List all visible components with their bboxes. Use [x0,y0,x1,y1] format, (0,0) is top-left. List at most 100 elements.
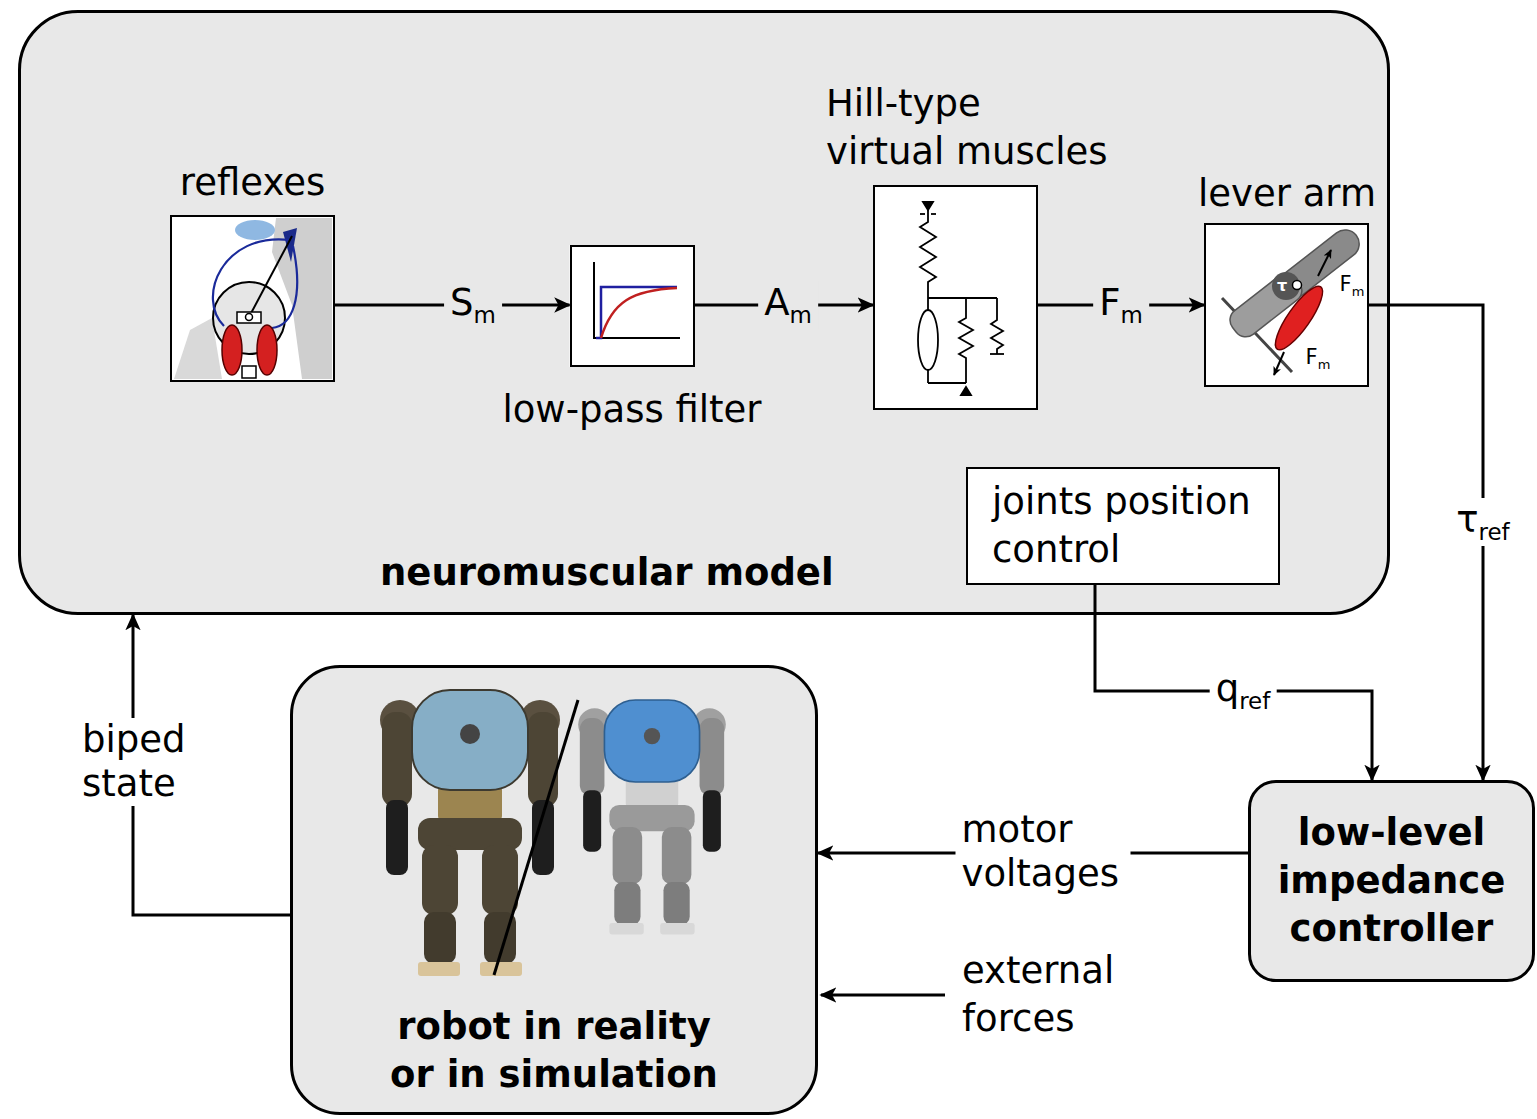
robot-box: robot in reality or in simulation [290,665,818,1115]
signal-label: Am [758,281,818,329]
real-robot-figure [380,690,560,976]
simulated-robot-figure [580,718,605,796]
muscle-circuit [961,387,971,395]
reflex-illustration [235,220,275,240]
reflex-illustration [257,325,277,375]
reflex-block: reflexes [170,159,335,382]
muscle-circuit [920,210,936,298]
signal-label: motor voltages [956,808,1131,896]
symbol-subscript: m [789,302,811,328]
muscle-circuit [928,382,966,384]
node-text: robot in reality or in simulation [389,1003,719,1099]
real-robot-figure [386,800,408,875]
real-robot-figure [528,712,558,807]
muscle-circuit [927,298,929,310]
muscle-circuit [959,298,973,383]
muscle-circuit [990,353,1004,355]
simulated-robot-figure [660,923,694,934]
force-arrow [821,994,945,997]
symbol-subscript: m [1352,283,1365,298]
symbol-subscript: ref [1479,519,1510,545]
muscle-circuit [928,297,997,299]
shape-fills [18,10,1390,615]
shape-fills [290,665,818,1115]
lever-arm-illustration [1274,352,1284,375]
simulated-robot-figure [703,790,721,852]
filter-plot [594,262,680,338]
symbol-label: Fm [1306,345,1331,369]
symbol-main: F [1340,272,1352,296]
shape-fills [873,185,1038,410]
reflex-illustration [242,366,256,378]
muscle-circuit [920,213,925,215]
symbol-label: τ [1277,277,1287,295]
model-panel: neuromuscular model reflexes low-pass filt… [18,10,1390,615]
controller-box: low-level impedance controller [1248,780,1535,982]
shape-fills [18,10,1390,1115]
real-robot-figure [460,724,480,744]
image-frame [570,245,695,367]
symbol-main: q [1216,667,1240,710]
symbol-subscript: m [1318,356,1331,371]
node-text: low-level impedance controller [1257,809,1526,953]
simulated-robot-figure [663,882,689,925]
symbol-main: A [764,281,789,324]
simulated-robot-figure [578,700,726,935]
simulated-robot-figure [644,728,660,744]
reflex-illustration [272,218,332,379]
symbol-main: S [450,281,474,324]
muscle-circuit [923,202,933,210]
annotation-label: external forces [962,947,1132,1043]
node-text: neuromuscular model [380,549,834,597]
real-robot-figure [480,962,522,976]
signal-label: Fm [1093,281,1149,329]
symbol-subscript: m [474,302,496,328]
control-box: joints position control [966,467,1280,585]
muscle-circuit [931,213,936,215]
node-text: lever arm [1198,170,1376,218]
symbol-subscript: ref [1239,688,1270,714]
node-text: reflexes [180,159,325,207]
shape-fills [170,215,335,382]
real-robot-figure [422,845,458,915]
reflex-illustration [237,312,261,323]
lever-arm-block: lever arm [1198,170,1380,387]
real-robot-figure [424,912,456,964]
real-robot-figure [412,690,528,790]
shape-fills [1204,223,1369,387]
real-robot-figure [482,845,518,915]
muscle-circuit [927,370,929,383]
simulated-robot-figure [583,790,601,852]
reflex-illustration [213,239,290,326]
simulated-robot-figure [613,827,643,884]
lever-arm-illustration [1293,281,1302,290]
lever-arm-illustration [1222,224,1365,375]
muscle-circuit [918,310,938,370]
symbol-subscript: m [1120,302,1142,328]
muscle-circuit [918,202,1004,395]
image-frame [170,215,335,382]
simulated-robot-figure [614,882,640,925]
symbol-main: F [1306,345,1318,369]
signal-label: biped state [76,718,194,806]
image-frame [1204,223,1369,387]
reflex-illustration [272,246,297,328]
muscle-circuit [991,298,1003,354]
signal-label: Sm [444,281,502,329]
separator-line [494,700,578,975]
real-robot-figure [418,962,460,976]
reflex-illustration [222,325,242,375]
node-text: joints position control [992,478,1268,574]
real-robot-figure [382,712,412,807]
symbol-main: F [1099,281,1120,324]
symbol-label: Fm [1340,272,1365,296]
shape-fills [570,245,695,367]
image-frame [873,185,1038,410]
node-text: low-pass filter [502,386,761,434]
symbol-main: τ [1456,498,1478,541]
filter-plot [596,287,677,338]
simulated-robot-figure [662,827,692,884]
simulated-robot-figure [700,718,725,796]
filter-plot [594,262,680,338]
